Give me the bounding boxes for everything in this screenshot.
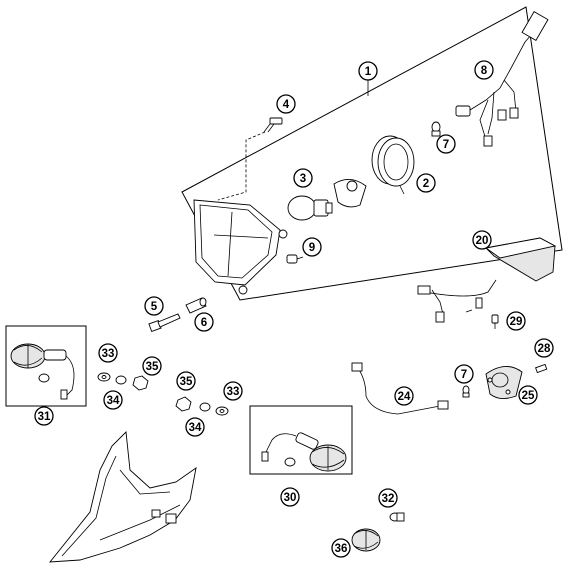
callout-34b: 34 <box>185 417 205 437</box>
callout-7a-label: 7 <box>443 139 449 151</box>
callout-24: 24 <box>394 386 414 406</box>
callout-25-label: 25 <box>522 390 535 402</box>
callout-36: 36 <box>331 538 351 558</box>
callout-31-label: 31 <box>38 411 51 423</box>
callout-25: 25 <box>518 385 538 405</box>
callout-30-label: 30 <box>284 492 297 504</box>
callout-4-label: 4 <box>283 99 290 111</box>
callout-9: 9 <box>302 237 322 257</box>
callout-3-label: 3 <box>300 173 306 185</box>
callout-3: 3 <box>293 168 313 188</box>
callout-28-label: 28 <box>538 343 551 355</box>
bulb-3-icon <box>287 195 333 221</box>
turn-indicator-icon-30 <box>261 432 347 472</box>
screw-29-icon <box>491 314 499 329</box>
callout-32: 32 <box>378 488 398 508</box>
nut-35b-icon <box>175 396 192 412</box>
tail-light-25-icon <box>485 366 523 399</box>
callout-32-label: 32 <box>382 493 395 505</box>
callout-35b: 35 <box>176 371 196 391</box>
small-bulb-7-icon <box>431 121 441 137</box>
dashed-leader-4 <box>217 131 266 201</box>
callout-7b-label: 7 <box>461 369 467 381</box>
small-bulb-7b-icon <box>462 385 470 398</box>
callout-20: 20 <box>472 230 492 250</box>
callout-35a-label: 35 <box>146 361 159 373</box>
washer-33b-icon <box>215 406 229 416</box>
spacer-6-icon <box>185 297 207 314</box>
callout-7b: 7 <box>454 364 474 384</box>
callout-29: 29 <box>506 311 526 331</box>
callout-35a: 35 <box>142 356 162 376</box>
callout-36-label: 36 <box>335 543 348 555</box>
bulb-socket-cap-icon <box>333 179 367 208</box>
rear-fender-icon <box>49 431 197 563</box>
adjuster-screw-9-icon <box>286 254 304 264</box>
rubber-cover-2-icon <box>371 135 415 195</box>
callout-34a: 34 <box>103 390 123 410</box>
wiring-harness-icon <box>455 10 549 147</box>
callout-34a-label: 34 <box>107 395 120 407</box>
bolt-5-icon <box>148 313 181 333</box>
callout-2-label: 2 <box>423 178 429 190</box>
callout-33a-label: 33 <box>102 348 115 360</box>
tail-light-harness-24-icon <box>351 362 449 415</box>
plate-light-harness-icon <box>417 279 497 323</box>
callout-5-label: 5 <box>151 301 158 313</box>
callout-33a: 33 <box>98 343 118 363</box>
callout-34b-label: 34 <box>189 422 202 434</box>
screw-28-icon <box>535 363 548 374</box>
callout-9-label: 9 <box>309 242 315 254</box>
callout-33b-label: 33 <box>227 386 240 398</box>
licence-plate-light-20-icon <box>484 237 557 282</box>
callout-28: 28 <box>534 338 554 358</box>
bulb-32-icon <box>389 512 405 522</box>
callout-24-label: 24 <box>398 391 411 403</box>
callout-4: 4 <box>276 94 296 114</box>
callout-7a: 7 <box>436 134 456 154</box>
screw-4-icon <box>263 117 283 133</box>
callout-6-label: 6 <box>201 317 207 329</box>
callout-8-label: 8 <box>481 65 488 77</box>
indicator-box-30 <box>249 405 353 475</box>
washer-33a-icon <box>97 372 111 382</box>
callout-31: 31 <box>34 406 54 426</box>
callout-30: 30 <box>280 487 300 507</box>
headlight-housing-icon <box>193 199 288 295</box>
callout-2: 2 <box>416 173 436 193</box>
nut-34b-icon <box>199 402 211 412</box>
indicator-box-31 <box>5 325 87 407</box>
callout-5: 5 <box>144 296 164 316</box>
callout-29-label: 29 <box>510 316 523 328</box>
lens-36-icon <box>351 528 381 552</box>
callout-6: 6 <box>194 312 214 332</box>
callout-1-label: 1 <box>365 66 372 78</box>
callout-35b-label: 35 <box>180 376 193 388</box>
callout-8: 8 <box>474 60 494 80</box>
callout-1: 1 <box>358 61 378 81</box>
callout-33b: 33 <box>223 381 243 401</box>
nut-34a-icon <box>115 375 127 385</box>
turn-indicator-icon-31 <box>10 343 75 400</box>
nut-35a-icon <box>132 375 149 391</box>
callout-20-label: 20 <box>476 235 489 247</box>
